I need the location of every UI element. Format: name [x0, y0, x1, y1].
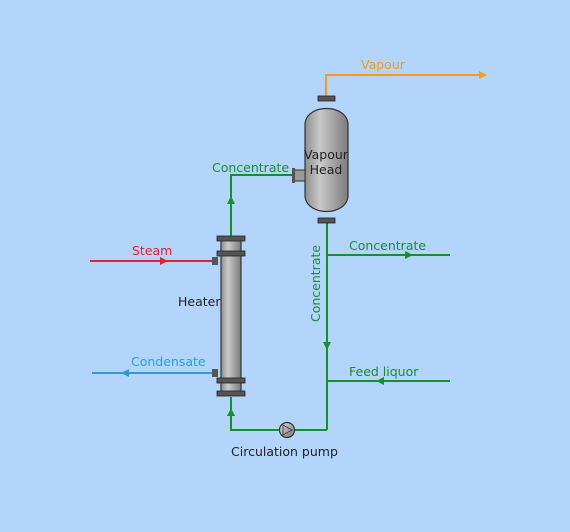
arrow-feed-in [376, 377, 384, 385]
label-steam: Steam [132, 243, 172, 258]
label-concentrate-vertical: Concentrate [308, 245, 323, 322]
condensate-line [92, 369, 218, 377]
label-heater: Heater [178, 294, 221, 309]
vapour-line [325, 71, 487, 97]
label-concentrate-top: Concentrate [212, 160, 289, 175]
label-vapour-head-2: Head [310, 162, 343, 177]
heater [216, 235, 246, 397]
label-concentrate-right: Concentrate [349, 238, 426, 253]
arrow-up-to-heater [227, 408, 235, 416]
label-circulation-pump: Circulation pump [231, 444, 338, 459]
arrow-up-to-head [227, 196, 235, 204]
steam-line [90, 257, 218, 265]
label-feed-liquor: Feed liquor [349, 364, 419, 379]
label-condensate: Condensate [131, 354, 206, 369]
label-vapour: Vapour [361, 57, 406, 72]
arrow-down-return [323, 342, 331, 350]
process-lines [230, 174, 450, 431]
process-arrows [227, 196, 413, 416]
label-vapour-head-1: Vapour [304, 147, 349, 162]
circulation-pump [278, 421, 296, 439]
arrow-concentrate-out [405, 251, 413, 259]
vapour-head [292, 95, 349, 224]
